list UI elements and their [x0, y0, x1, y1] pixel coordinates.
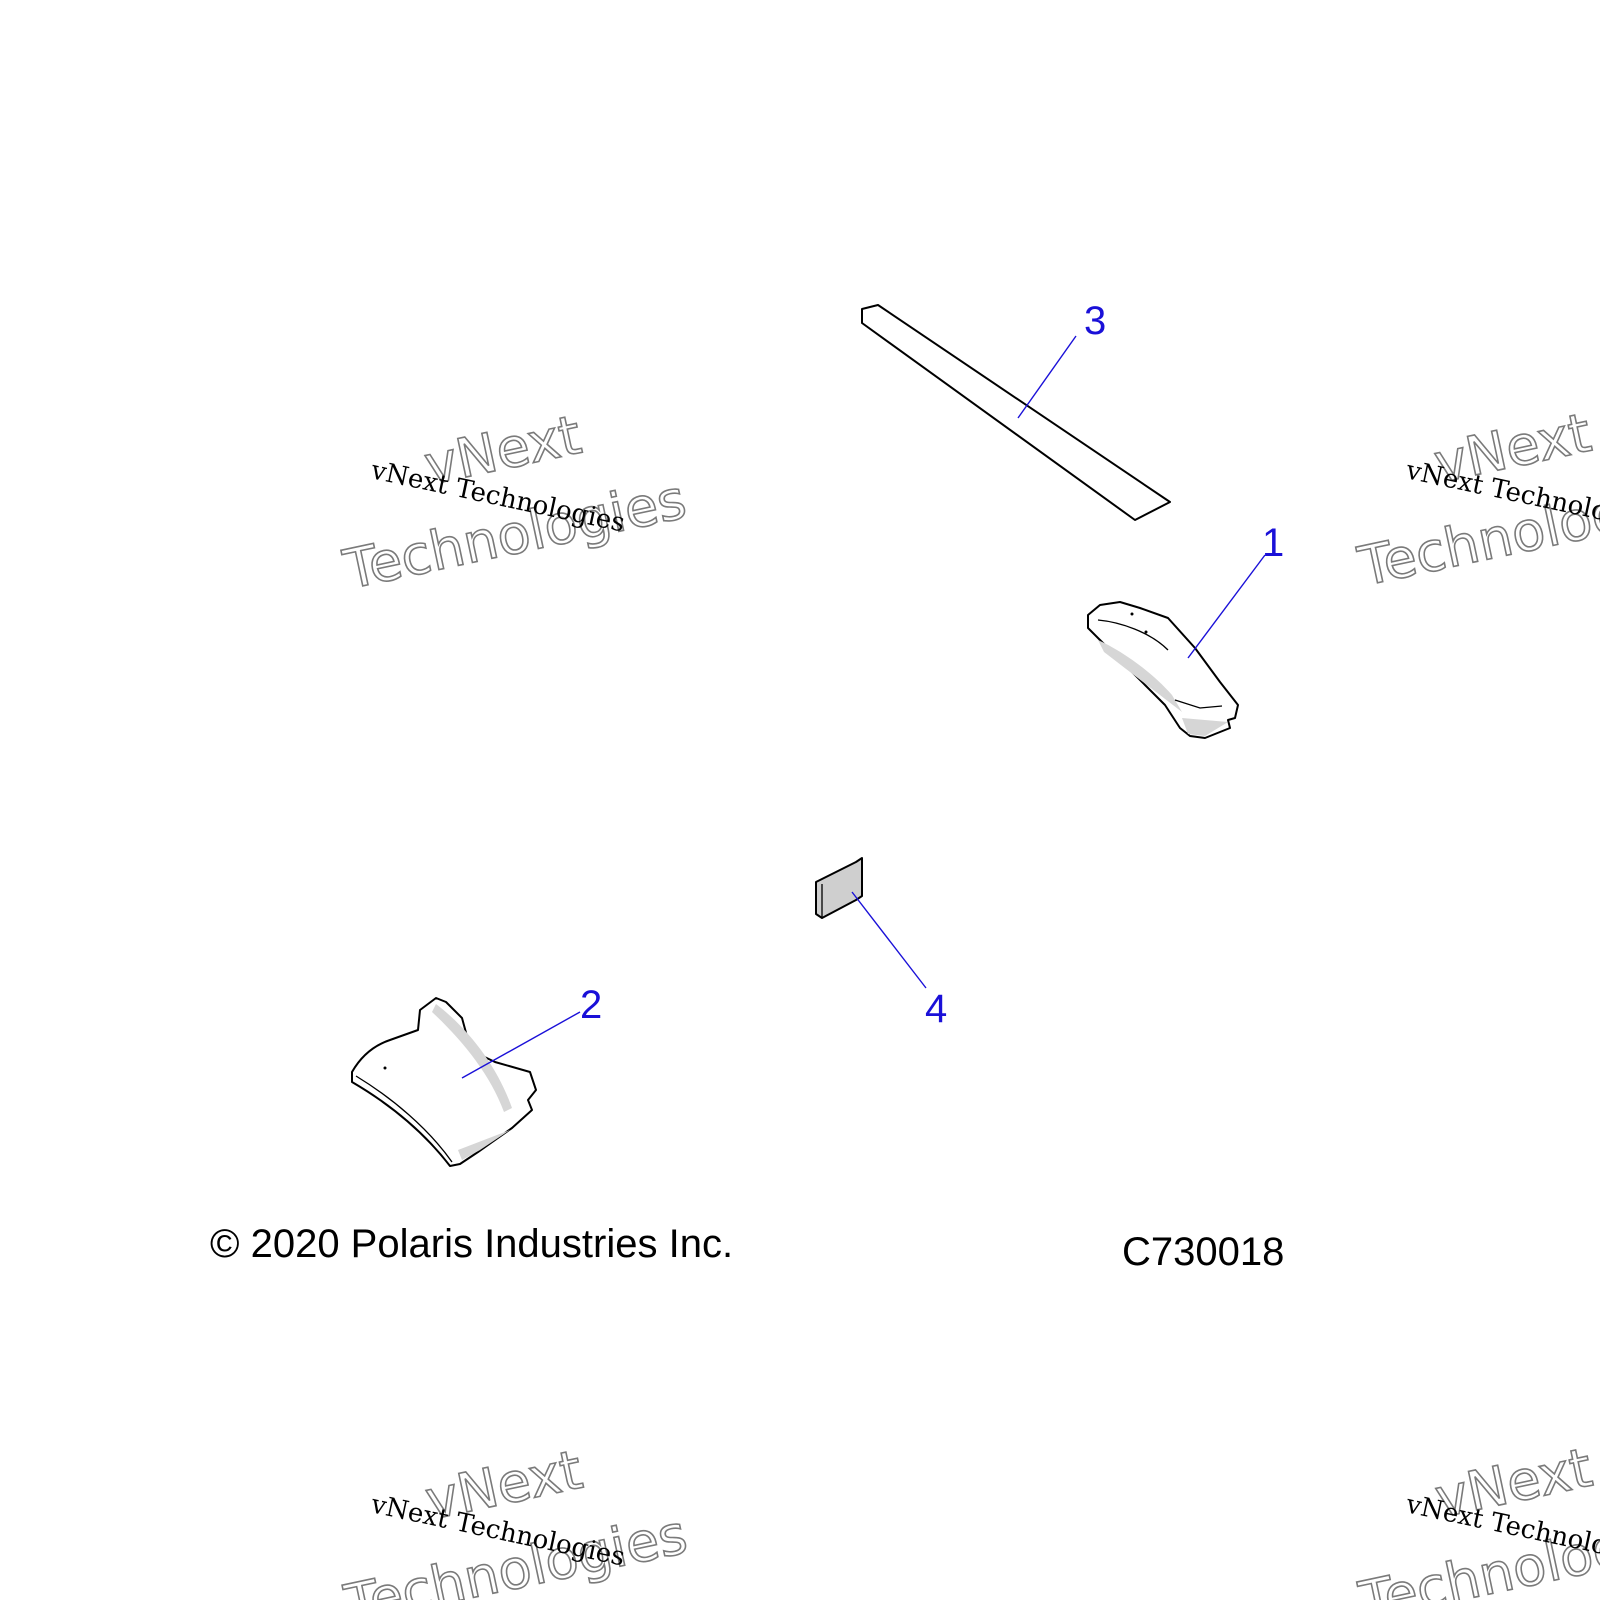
part-2-curved-plate[interactable] [351, 997, 537, 1167]
part-4-square-pad[interactable] [815, 857, 863, 919]
part-1-curved-pad[interactable] [1087, 601, 1239, 739]
leader-line-4 [851, 891, 927, 989]
callout-4[interactable]: 4 [925, 987, 947, 1031]
callout-1[interactable]: 1 [1262, 521, 1284, 565]
callout-2[interactable]: 2 [580, 983, 602, 1027]
part-3-strip[interactable] [861, 304, 1171, 521]
leader-line-2 [461, 1011, 581, 1079]
copyright-notice: © 2020 Polaris Industries Inc. [210, 1222, 734, 1266]
leader-line-1 [1187, 554, 1266, 659]
callout-3[interactable]: 3 [1084, 299, 1106, 343]
leader-line-3 [1017, 335, 1077, 419]
drawing-number: C730018 [1122, 1230, 1285, 1274]
